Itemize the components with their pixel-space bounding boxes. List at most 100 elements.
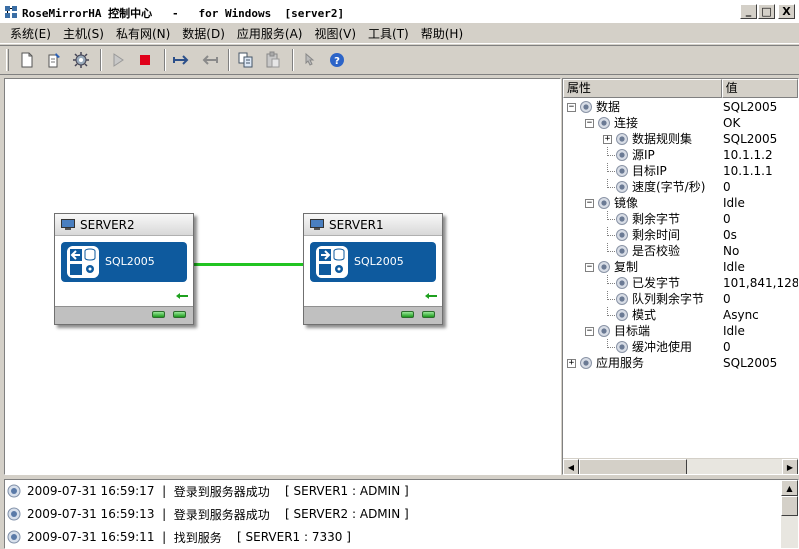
collapse-icon[interactable]: −	[585, 118, 594, 128]
vertical-scrollbar[interactable]: ▲	[781, 480, 798, 548]
topology-canvas[interactable]: SERVER2 SQL2005 SERVER1	[4, 78, 561, 475]
toolbar-separator	[100, 49, 102, 71]
tree-connector	[607, 227, 615, 236]
collapse-icon[interactable]: −	[567, 102, 576, 112]
scroll-right-button[interactable]: ▶	[782, 459, 798, 474]
collapse-icon[interactable]: −	[585, 326, 594, 336]
property-node-icon	[616, 293, 628, 305]
copy-button[interactable]	[234, 49, 257, 71]
menu-view[interactable]: 视图(V)	[314, 27, 357, 41]
minimize-button[interactable]: _	[740, 4, 757, 19]
horizontal-scrollbar[interactable]: ◀ ▶	[563, 458, 798, 474]
log-gap	[270, 484, 285, 498]
paste-button[interactable]	[261, 49, 284, 71]
property-node-icon	[598, 325, 610, 337]
log-separator: |	[154, 507, 174, 521]
scroll-thumb[interactable]	[579, 459, 687, 474]
property-value: SQL2005	[723, 132, 778, 146]
scroll-up-button[interactable]: ▲	[781, 480, 798, 496]
horizontal-splitter[interactable]	[0, 475, 799, 479]
arrow-right-icon: ▶	[786, 462, 794, 472]
property-node-icon	[616, 277, 628, 289]
log-row[interactable]: 2009-07-31 16:59:11 | 找到服务 [ SERVER1 : 7…	[5, 526, 780, 548]
log-message: 找到服务	[173, 530, 222, 545]
switchback-button[interactable]	[197, 49, 220, 71]
toolbar-grip[interactable]	[6, 49, 9, 71]
title-bar[interactable]: RoseMirrorHA 控制中心 - for Windows [server2…	[0, 0, 799, 24]
property-node-icon	[598, 261, 610, 273]
scroll-left-button[interactable]: ◀	[563, 459, 579, 474]
property-row[interactable]: 速度(字节/秒)0	[563, 179, 798, 195]
log-detail: [ SERVER1 : ADMIN ]	[285, 484, 409, 498]
switchback-icon	[202, 55, 218, 65]
tree-connector	[607, 147, 615, 156]
service-block[interactable]: SQL2005	[310, 242, 436, 282]
link-status-led	[422, 311, 435, 318]
menu-app-service[interactable]: 应用服务(A)	[236, 27, 303, 41]
collapse-icon[interactable]: −	[585, 262, 594, 272]
help-button[interactable]: ?	[325, 49, 348, 71]
scroll-thumb[interactable]	[781, 496, 798, 516]
collapse-icon[interactable]: −	[585, 198, 594, 208]
column-header-property[interactable]: 属性	[563, 79, 722, 98]
settings-button[interactable]	[69, 49, 92, 71]
property-label: 队列剩余字节	[632, 292, 705, 306]
minimize-icon: _	[745, 4, 752, 17]
start-icon	[113, 53, 124, 67]
property-node-icon	[616, 245, 628, 257]
server-node-server1[interactable]: SERVER1 SQL2005	[303, 213, 443, 325]
expand-icon[interactable]: +	[567, 358, 576, 368]
menu-system[interactable]: 系统(E)	[10, 27, 51, 41]
log-detail: [ SERVER2 : ADMIN ]	[285, 507, 409, 521]
log-panel: 2009-07-31 16:59:17 | 登录到服务器成功 [ SERVER1…	[4, 479, 799, 549]
property-label: 模式	[632, 308, 657, 322]
pointer-button[interactable]	[298, 49, 321, 71]
property-value: Idle	[723, 324, 745, 338]
property-label: 剩余字节	[632, 212, 681, 226]
service-block[interactable]: SQL2005	[61, 242, 187, 282]
stop-button[interactable]	[133, 49, 156, 71]
maximize-button[interactable]: □	[758, 4, 775, 19]
tree-connector	[607, 291, 615, 300]
menu-tools[interactable]: 工具(T)	[368, 27, 409, 41]
log-message: 登录到服务器成功	[173, 507, 270, 522]
server-node-server2[interactable]: SERVER2 SQL2005	[54, 213, 194, 325]
properties-button[interactable]	[42, 49, 65, 71]
log-separator: |	[154, 484, 174, 498]
column-header-value[interactable]: 值	[721, 79, 798, 98]
switchover-button[interactable]	[170, 49, 193, 71]
property-label: 镜像	[614, 196, 639, 210]
menu-host[interactable]: 主机(S)	[62, 27, 104, 41]
menu-help[interactable]: 帮助(H)	[420, 27, 464, 41]
close-button[interactable]: X	[778, 4, 795, 19]
start-button[interactable]	[106, 49, 129, 71]
log-row[interactable]: 2009-07-31 16:59:17 | 登录到服务器成功 [ SERVER1…	[5, 480, 780, 502]
menu-private-network[interactable]: 私有网(N)	[115, 27, 171, 41]
new-button[interactable]	[15, 49, 38, 71]
toolbar-separator	[164, 49, 166, 71]
pointer-icon	[305, 52, 314, 66]
expand-icon[interactable]: +	[603, 134, 612, 144]
log-row[interactable]: 2009-07-31 16:59:13 | 登录到服务器成功 [ SERVER2…	[5, 503, 780, 525]
property-node-icon	[616, 133, 628, 145]
switchover-icon	[172, 55, 188, 65]
menu-data[interactable]: 数据(D)	[182, 27, 225, 41]
app-icon	[5, 6, 17, 18]
